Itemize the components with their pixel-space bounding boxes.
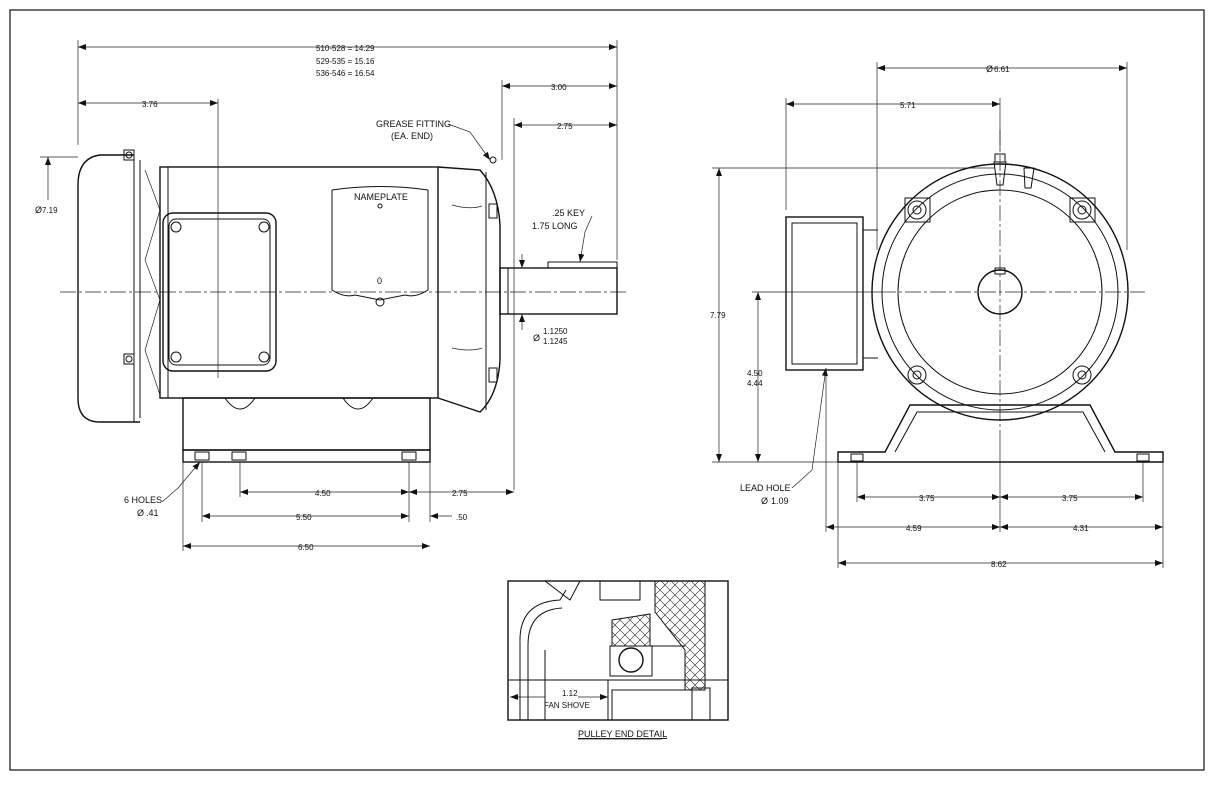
- dim-base-450: 4.50: [315, 489, 331, 498]
- end-conduit-box: [785, 216, 864, 371]
- dim-end-459: 4.59: [906, 524, 922, 533]
- fan-shove-2: FAN SHOVE: [544, 701, 590, 710]
- side-view: NAMEPLATE 0: [60, 99, 628, 463]
- lead-hole-2: 1.09: [771, 496, 789, 506]
- grease-label-2: (EA. END): [391, 131, 433, 141]
- dim-overall-2: 529-535 = 15.16: [316, 57, 375, 66]
- diameter-symbol: Ø: [761, 496, 768, 506]
- dim-overall-1: 510-528 = 14.29: [316, 44, 375, 53]
- dim-end-862: 8.62: [991, 560, 1007, 569]
- diameter-symbol: Ø: [137, 508, 144, 518]
- dim-shaft-dia-2: 1.1245: [543, 337, 568, 346]
- dim-base-275: 2.75: [452, 489, 468, 498]
- end-view: [785, 130, 1164, 463]
- nameplate-text: NAMEPLATE: [354, 192, 408, 202]
- diameter-symbol: Ø: [35, 205, 42, 215]
- sheet-border: [9, 9, 1205, 771]
- dim-shaft-h-2: 4.44: [747, 379, 763, 388]
- key-label-1: .25 KEY: [552, 208, 585, 218]
- dim-base-550: 5.50: [296, 513, 312, 522]
- detail-bearing: [618, 647, 644, 673]
- dim-shaft-ext: 3.00: [551, 83, 567, 92]
- fan-cover: [77, 154, 140, 423]
- grease-label-1: GREASE FITTING: [376, 119, 451, 129]
- end-bolts: [904, 197, 1096, 385]
- lead-hole-1: LEAD HOLE: [740, 483, 791, 493]
- detail-title: PULLEY END DETAIL: [578, 729, 667, 739]
- pulley-end-detail: 1.12 FAN SHOVE PULLEY END DETAIL: [507, 580, 729, 740]
- dim-end-dia: 6.61: [994, 65, 1010, 74]
- foot-holes-2: .41: [146, 508, 159, 518]
- side-view-dimensions: 510-528 = 14.29 529-535 = 15.16 536-546 …: [35, 40, 618, 552]
- fan-shove-1: 1.12: [562, 689, 578, 698]
- dim-end-431: 4.31: [1073, 524, 1089, 533]
- dim-end-571: 5.71: [900, 101, 916, 110]
- svg-text:0: 0: [377, 276, 382, 286]
- foot-holes-1: 6 HOLES: [124, 495, 162, 505]
- diameter-symbol: Ø: [986, 64, 993, 74]
- dim-fan-dia: 7.19: [42, 206, 58, 215]
- end-feet: [837, 404, 1164, 463]
- diameter-symbol: Ø: [533, 333, 540, 343]
- dim-fan-to-box: 3.76: [142, 100, 158, 109]
- dim-base-050: .50: [456, 513, 468, 522]
- dim-overall-3: 536-546 = 16.54: [316, 69, 375, 78]
- dim-end-375-left: 3.75: [919, 494, 935, 503]
- dim-end-height: 7.79: [710, 311, 726, 320]
- dim-shaft-h-1: 4.50: [747, 369, 763, 378]
- end-shaft: [977, 269, 1023, 315]
- dim-shaft-dia-1: 1.1250: [543, 327, 568, 336]
- dim-base-650: 6.50: [298, 543, 314, 552]
- shaft: [499, 267, 618, 315]
- nameplate-outline: [331, 186, 429, 301]
- base: [182, 397, 431, 451]
- key-label-2: 1.75 LONG: [532, 221, 578, 231]
- detail-hatch-section: [654, 580, 706, 691]
- conduit-box: [162, 212, 277, 372]
- end-view-dimensions: Ø 6.61 5.71 7.79 4.50 4.44 LEAD HOLE Ø 1…: [710, 62, 1164, 569]
- dim-end-375-right: 3.75: [1062, 494, 1078, 503]
- dim-shaft-key-len: 2.75: [557, 122, 573, 131]
